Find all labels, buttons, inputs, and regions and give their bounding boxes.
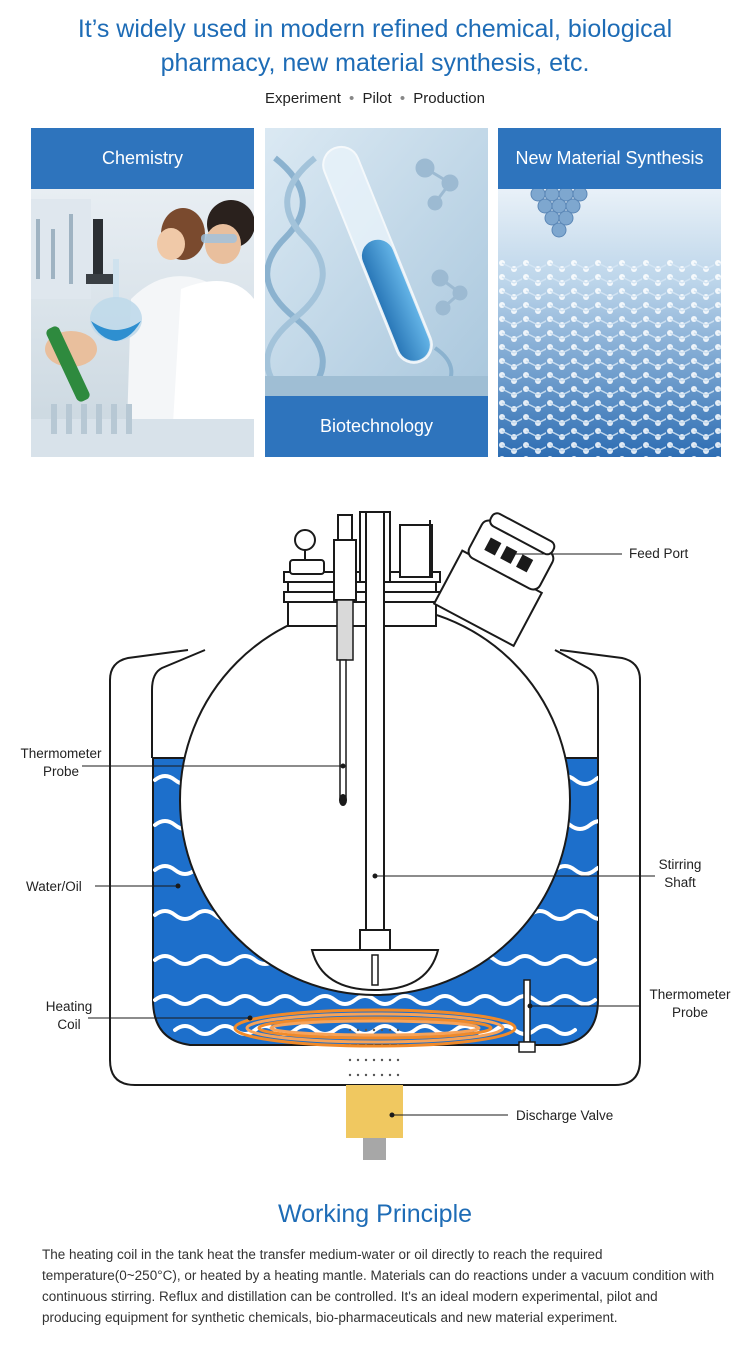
stage-list: Experiment • Pilot • Production <box>0 90 750 107</box>
headline-line-1: It’s widely used in modern refined chemi… <box>77 15 673 43</box>
heating-coil <box>233 1008 517 1048</box>
label-thermometer-probe-left-line2: Probe <box>42 764 80 779</box>
label-thermometer-probe-left-line1: Thermometer <box>20 746 102 761</box>
label-heating-coil-line1: Heating <box>45 999 93 1014</box>
card-chemistry: Chemistry <box>31 128 254 457</box>
thermometer-probe-right <box>518 979 536 1053</box>
stage-separator: • <box>399 90 406 107</box>
card-biotechnology: Biotechnology <box>265 128 488 457</box>
card-label-new-material-synthesis: New Material Synthesis <box>498 128 721 189</box>
dna-test-tube-photo <box>265 128 488 396</box>
callout-lines <box>82 553 655 1116</box>
label-heating-coil: Heating Coil <box>38 998 100 1034</box>
scientists-with-flask-photo <box>31 189 254 457</box>
card-label-biotechnology: Biotechnology <box>265 396 488 457</box>
label-stirring-shaft-line2: Shaft <box>664 875 696 890</box>
headline: It’s widely used in modern refined chemi… <box>0 12 750 80</box>
stage-pilot: Pilot <box>362 90 392 107</box>
reactor-diagram <box>82 511 655 1160</box>
label-thermometer-probe-right-line1: Thermometer <box>649 987 731 1002</box>
label-heating-coil-line2: Coil <box>57 1017 81 1032</box>
stage-production: Production <box>413 90 485 107</box>
label-thermometer-probe-right-line2: Probe <box>671 1005 709 1020</box>
headline-line-2: pharmacy, new material synthesis, etc. <box>160 49 590 77</box>
stirring-shaft <box>310 511 440 992</box>
stage-separator: • <box>349 90 355 107</box>
label-stirring-shaft: Stirring Shaft <box>650 856 710 892</box>
card-label-chemistry: Chemistry <box>31 128 254 189</box>
label-stirring-shaft-line1: Stirring <box>658 857 702 872</box>
thermometer-probe-left <box>333 539 357 806</box>
label-feed-port: Feed Port <box>629 546 689 561</box>
label-discharge-valve: Discharge Valve <box>516 1108 614 1123</box>
label-water-oil: Water/Oil <box>26 879 82 894</box>
stage-experiment: Experiment <box>265 90 341 107</box>
label-thermometer-probe-left: Thermometer Probe <box>16 745 106 781</box>
molecular-lattice-photo <box>498 189 721 457</box>
flask-neck <box>283 511 441 627</box>
discharge-valve <box>346 1085 403 1160</box>
feed-port <box>432 512 556 648</box>
card-new-material-synthesis: New Material Synthesis <box>498 128 721 457</box>
working-principle-body: The heating coil in the tank heat the tr… <box>42 1247 715 1325</box>
working-principle-title: Working Principle <box>277 1200 473 1228</box>
label-thermometer-probe-right: Thermometer Probe <box>642 986 738 1022</box>
